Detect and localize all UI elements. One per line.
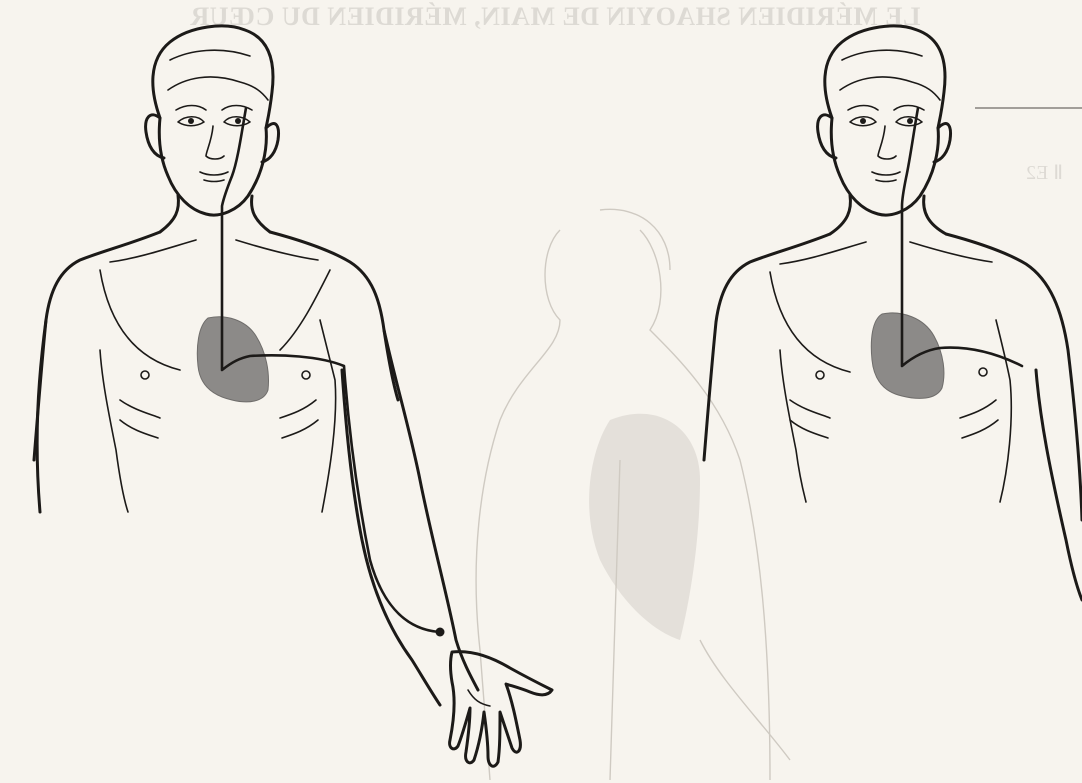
nipple-right	[302, 371, 310, 379]
meridian-end-point	[436, 628, 445, 637]
figure-left	[34, 26, 552, 766]
torso-outline	[704, 234, 830, 460]
torso-outline	[34, 232, 160, 460]
heart-region-left	[197, 317, 268, 402]
nipple-right	[979, 368, 987, 376]
head-outline	[825, 26, 945, 215]
heart-region-right	[871, 313, 944, 398]
nipple-left	[816, 371, 824, 379]
nipple-left	[141, 371, 149, 379]
head-outline	[153, 26, 273, 215]
bleed-through-figure	[476, 209, 790, 780]
figure-right	[704, 26, 1082, 600]
hand-right	[450, 652, 552, 767]
